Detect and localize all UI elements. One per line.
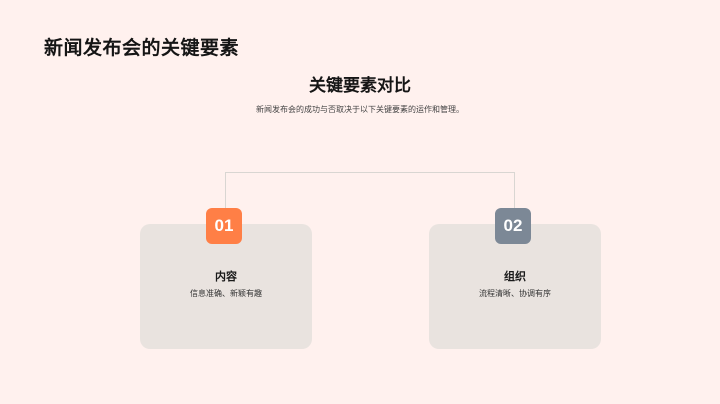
slide-title: 新闻发布会的关键要素 xyxy=(44,37,240,59)
number-badge-01: 01 xyxy=(206,208,242,244)
connector-line xyxy=(225,172,515,212)
section-subtitle: 新闻发布会的成功与否取决于以下关键要素的运作和管理。 xyxy=(256,105,464,114)
card-description: 信息准确、新颖有趣 xyxy=(190,289,262,298)
card-content: 内容 信息准确、新颖有趣 xyxy=(140,224,312,349)
card-organization: 组织 流程清晰、协调有序 xyxy=(429,224,601,349)
card-description: 流程清晰、协调有序 xyxy=(479,289,551,298)
card-title: 组织 xyxy=(504,270,526,283)
number-badge-02: 02 xyxy=(495,208,531,244)
section-title: 关键要素对比 xyxy=(309,76,411,96)
card-title: 内容 xyxy=(215,270,237,283)
